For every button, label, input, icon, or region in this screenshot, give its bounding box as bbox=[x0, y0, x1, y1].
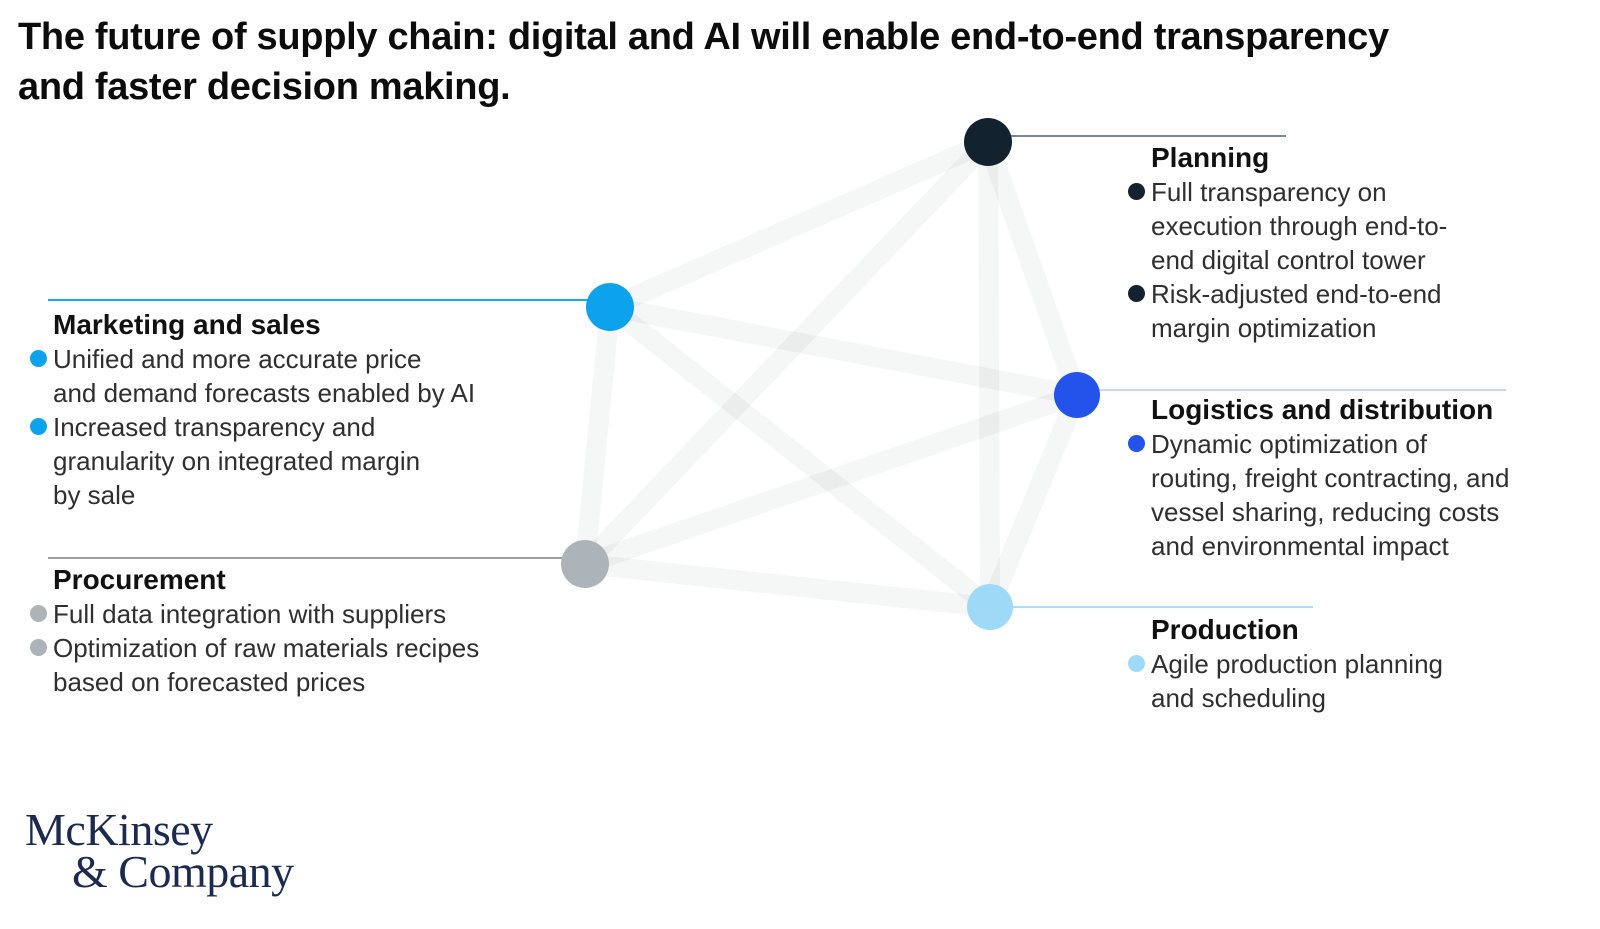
network-edge-planning-marketing bbox=[605, 132, 993, 317]
node-production bbox=[967, 584, 1013, 630]
bullet-item: Unified and more accurate price and dema… bbox=[30, 342, 590, 410]
section-marketing-bullets: Unified and more accurate price and dema… bbox=[30, 342, 590, 512]
network-edge-marketing-procurement bbox=[575, 306, 620, 565]
section-marketing-and-sales: Marketing and sales Unified and more acc… bbox=[30, 308, 590, 512]
bullet-item: Full transparency on execution through e… bbox=[1128, 175, 1558, 277]
node-procurement bbox=[561, 540, 609, 588]
bullet-text: Increased transparency and granularity o… bbox=[53, 412, 421, 510]
bullet-item: Optimization of raw materials recipes ba… bbox=[30, 631, 600, 699]
section-planning-title: Planning bbox=[1151, 142, 1270, 173]
mckinsey-logo-line1: McKinsey bbox=[25, 804, 213, 855]
network-edge-planning-production bbox=[978, 141, 1000, 608]
network-edge-procurement-production bbox=[583, 554, 992, 617]
bullet-text: Agile production planning and scheduling bbox=[1151, 649, 1443, 713]
section-logistics-title: Logistics and distribution bbox=[1151, 394, 1494, 425]
bullet-dot bbox=[1128, 655, 1145, 672]
node-planning bbox=[964, 118, 1012, 166]
section-production: Production Agile production planning and… bbox=[1128, 613, 1538, 715]
bullet-dot bbox=[1128, 183, 1145, 200]
bullet-dot bbox=[30, 639, 47, 656]
section-procurement-bullets: Full data integration with suppliers Opt… bbox=[30, 597, 600, 699]
section-production-title: Production bbox=[1151, 614, 1299, 645]
bullet-item: Agile production planning and scheduling bbox=[1128, 647, 1538, 715]
section-logistics-bullets: Dynamic optimization of routing, freight… bbox=[1128, 427, 1578, 563]
section-logistics-and-distribution: Logistics and distribution Dynamic optim… bbox=[1128, 393, 1578, 563]
network-edge-planning-procurement bbox=[577, 135, 996, 571]
bullet-text: Unified and more accurate price and dema… bbox=[53, 344, 476, 408]
exhibit-title: The future of supply chain: digital and … bbox=[18, 16, 1389, 108]
section-procurement-title: Procurement bbox=[53, 564, 226, 595]
network-edge-logistics-procurement bbox=[581, 385, 1081, 574]
bullet-text: Risk-adjusted end-to-end margin optimiza… bbox=[1151, 279, 1442, 343]
section-planning: Planning Full transparency on execution … bbox=[1128, 141, 1558, 345]
section-planning-bullets: Full transparency on execution through e… bbox=[1128, 175, 1558, 345]
bullet-text: Dynamic optimization of routing, freight… bbox=[1151, 429, 1510, 561]
section-production-bullets: Agile production planning and scheduling bbox=[1128, 647, 1538, 715]
node-logistics bbox=[1054, 372, 1100, 418]
network-edge-logistics-production bbox=[980, 391, 1087, 611]
bullet-dot bbox=[30, 605, 47, 622]
bullet-dot bbox=[30, 350, 47, 367]
node-marketing bbox=[586, 283, 634, 331]
bullet-text: Full transparency on execution through e… bbox=[1151, 177, 1448, 275]
section-procurement: Procurement Full data integration with s… bbox=[30, 563, 600, 699]
network-edge-marketing-logistics bbox=[608, 297, 1079, 405]
bullet-dot bbox=[1128, 285, 1145, 302]
bullet-item: Risk-adjusted end-to-end margin optimiza… bbox=[1128, 277, 1558, 345]
bullet-text: Optimization of raw materials recipes ba… bbox=[53, 633, 480, 697]
bullet-item: Dynamic optimization of routing, freight… bbox=[1128, 427, 1578, 563]
bullet-dot bbox=[30, 418, 47, 435]
network-edge-marketing-production bbox=[603, 299, 997, 615]
bullet-text: Full data integration with suppliers bbox=[53, 599, 447, 629]
bullet-dot bbox=[1128, 435, 1145, 452]
mckinsey-logo-line2: & Company bbox=[72, 846, 294, 897]
network-edge-planning-logistics bbox=[978, 138, 1087, 399]
bullet-item: Full data integration with suppliers bbox=[30, 597, 600, 631]
bullet-item: Increased transparency and granularity o… bbox=[30, 410, 590, 512]
section-marketing-title: Marketing and sales bbox=[53, 309, 321, 340]
